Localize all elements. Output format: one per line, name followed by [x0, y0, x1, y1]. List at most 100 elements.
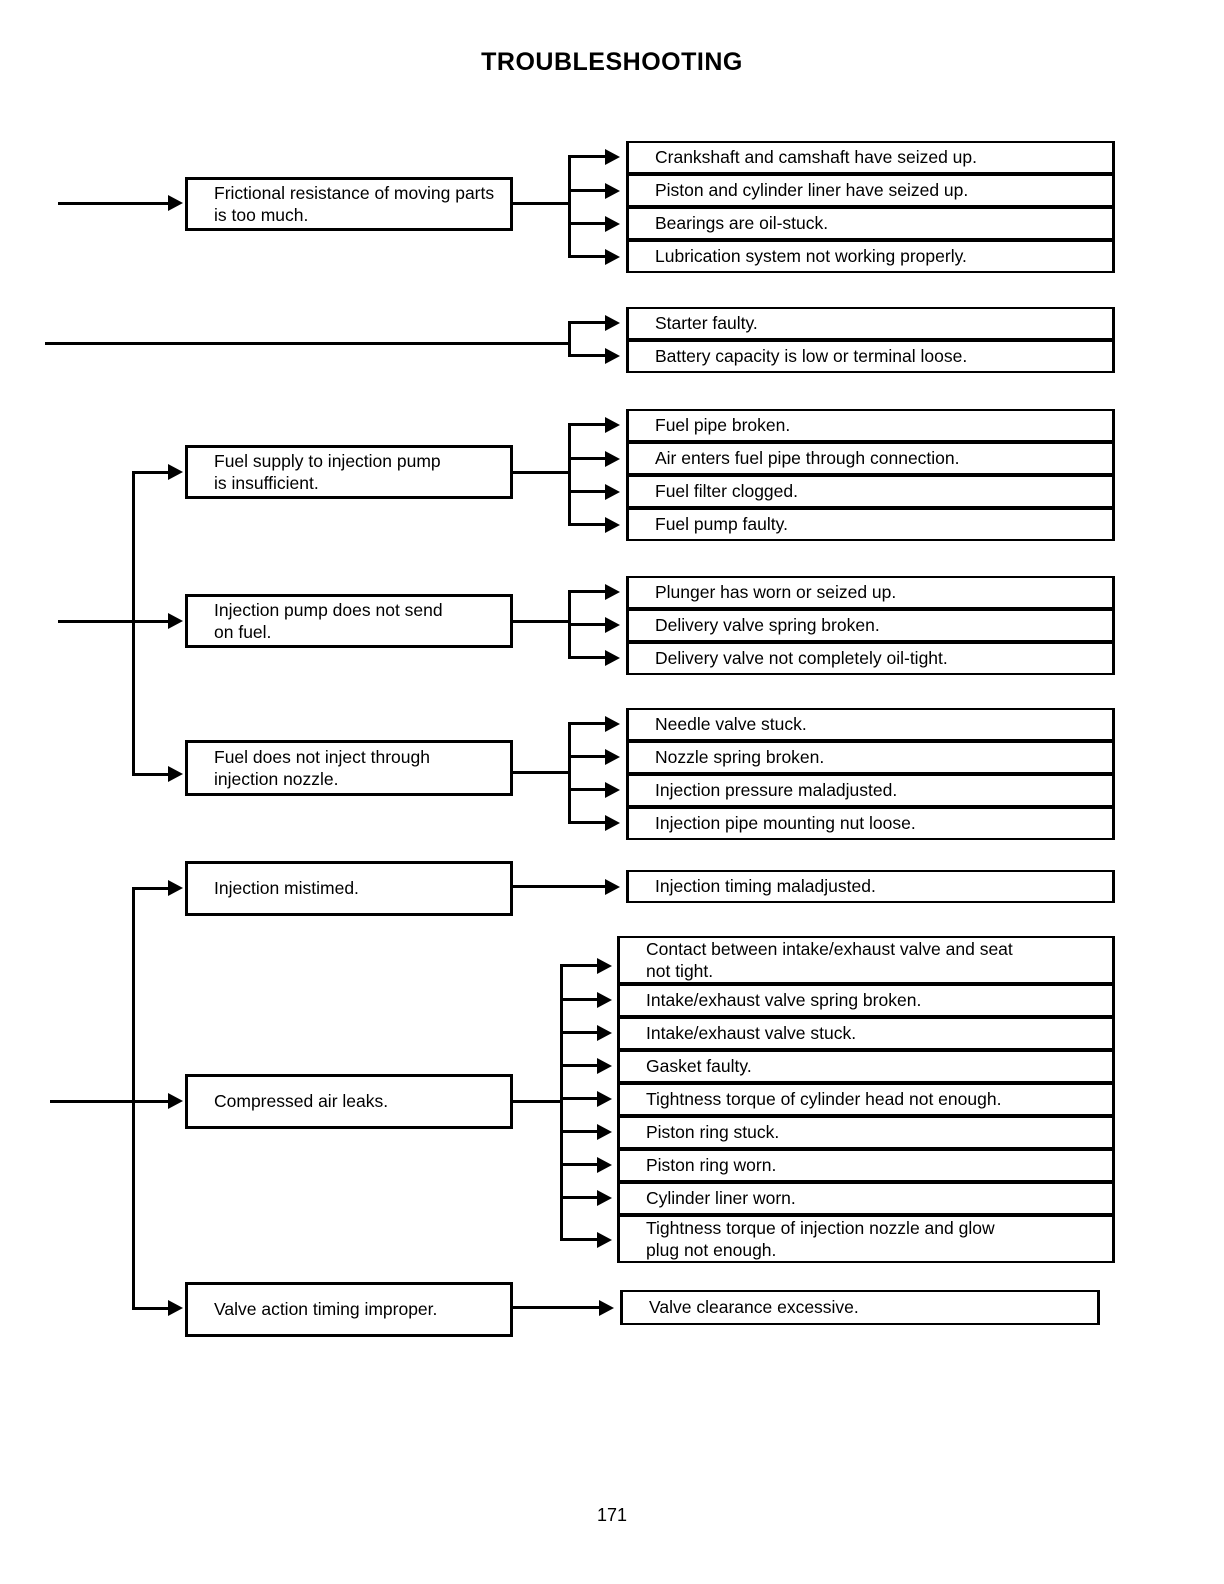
left-spine-upper: [132, 471, 135, 776]
left-spine-lower: [132, 887, 135, 1307]
branch-arrow: [605, 650, 620, 666]
effect-box: Piston ring stuck.: [617, 1116, 1115, 1149]
branch-arrow: [597, 1124, 612, 1140]
branch-arrow: [597, 1232, 612, 1248]
effect-label: Intake/exhaust valve spring broken.: [646, 990, 922, 1011]
spine-to-cause-arrow: [168, 464, 183, 480]
effect-label: Battery capacity is low or terminal loos…: [655, 346, 968, 367]
branch-line: [568, 623, 610, 626]
inflow-arrow-group-1: [168, 195, 183, 211]
effect-box: Starter faulty.: [626, 307, 1115, 340]
spine-to-cause-arrow: [168, 766, 183, 782]
fanout-stem-group-3: [513, 471, 571, 474]
effect-box: Injection timing maladjusted.: [626, 870, 1115, 903]
branch-line: [568, 321, 610, 324]
spine-to-cause-arrow: [168, 613, 183, 629]
cause-label: Frictional resistance of moving parts is…: [214, 182, 495, 225]
branch-arrow: [605, 749, 620, 765]
branch-line: [560, 1238, 602, 1241]
branch-line: [568, 755, 610, 758]
cause-label: Compressed air leaks.: [214, 1091, 389, 1112]
effect-box: Intake/exhaust valve spring broken.: [617, 984, 1115, 1017]
inflow-line-group-1: [58, 202, 170, 205]
spine-to-cause-line: [132, 887, 170, 890]
branch-arrow: [599, 1300, 614, 1316]
branch-arrow: [597, 992, 612, 1008]
spine-to-cause-arrow: [168, 1300, 183, 1316]
branch-line: [568, 788, 610, 791]
branch-arrow: [605, 348, 620, 364]
effect-label: Injection pressure maladjusted.: [655, 780, 898, 801]
branch-line: [568, 222, 610, 225]
effect-label: Tightness torque of injection nozzle and…: [646, 1217, 995, 1260]
branch-arrow: [605, 584, 620, 600]
cause-label: Injection pump does not send on fuel.: [214, 599, 443, 642]
effect-label: Delivery valve not completely oil-tight.: [655, 648, 948, 669]
effect-label: Injection timing maladjusted.: [655, 876, 876, 897]
fanout-stem-group-1: [513, 202, 571, 205]
effect-label: Needle valve stuck.: [655, 714, 807, 735]
branch-line: [560, 1031, 602, 1034]
effect-box: Crankshaft and camshaft have seized up.: [626, 141, 1115, 174]
cause-box-injection-pump: Injection pump does not send on fuel.: [185, 594, 513, 648]
cause-box-frictional-resistance: Frictional resistance of moving parts is…: [185, 177, 513, 231]
cause-box-injection-nozzle: Fuel does not inject through injection n…: [185, 740, 513, 796]
effect-label: Crankshaft and camshaft have seized up.: [655, 147, 977, 168]
branch-arrow: [605, 149, 620, 165]
effect-label: Plunger has worn or seized up.: [655, 582, 897, 603]
effect-box: Tightness torque of injection nozzle and…: [617, 1215, 1115, 1263]
effect-box: Lubrication system not working properly.: [626, 240, 1115, 273]
effect-box: Piston and cylinder liner have seized up…: [626, 174, 1115, 207]
branch-arrow: [605, 249, 620, 265]
effect-box: Nozzle spring broken.: [626, 741, 1115, 774]
branch-arrow: [605, 451, 620, 467]
fanout-spine-group-7: [560, 964, 563, 1238]
effect-label: Piston and cylinder liner have seized up…: [655, 180, 969, 201]
branch-arrow: [605, 315, 620, 331]
effect-label: Contact between intake/exhaust valve and…: [646, 938, 1013, 981]
branch-line: [568, 821, 610, 824]
branch-line: [568, 354, 610, 357]
branch-arrow: [605, 417, 620, 433]
effect-box: Fuel filter clogged.: [626, 475, 1115, 508]
branch-arrow: [605, 879, 620, 895]
effect-label: Injection pipe mounting nut loose.: [655, 813, 916, 834]
branch-line: [560, 1064, 602, 1067]
branch-arrow: [605, 617, 620, 633]
branch-arrow: [605, 216, 620, 232]
effect-label: Intake/exhaust valve stuck.: [646, 1023, 857, 1044]
branch-line: [568, 656, 610, 659]
branch-line: [560, 998, 602, 1001]
effect-box: Contact between intake/exhaust valve and…: [617, 936, 1115, 984]
cause-label: Fuel supply to injection pump is insuffi…: [214, 450, 441, 493]
spine-to-cause-line: [132, 620, 170, 623]
cause-box-compressed-air-leaks: Compressed air leaks.: [185, 1074, 513, 1129]
page-number: 171: [596, 1505, 628, 1525]
branch-line: [513, 885, 610, 888]
effect-box: Delivery valve spring broken.: [626, 609, 1115, 642]
effect-label: Bearings are oil-stuck.: [655, 213, 829, 234]
effect-label: Starter faulty.: [655, 313, 758, 334]
branch-line: [513, 1306, 604, 1309]
fanout-stem-group-4: [513, 620, 571, 623]
effect-box: Fuel pump faulty.: [626, 508, 1115, 541]
branch-arrow: [605, 815, 620, 831]
branch-line: [560, 1196, 602, 1199]
spine-to-cause-arrow: [168, 1093, 183, 1109]
effect-box: Fuel pipe broken.: [626, 409, 1115, 442]
effect-box: Delivery valve not completely oil-tight.: [626, 642, 1115, 675]
effect-box: Valve clearance excessive.: [620, 1290, 1100, 1325]
cause-box-injection-mistimed: Injection mistimed.: [185, 861, 513, 916]
effect-box: Injection pressure maladjusted.: [626, 774, 1115, 807]
effect-label: Tightness torque of cylinder head not en…: [646, 1089, 1002, 1110]
effect-label: Fuel pipe broken.: [655, 415, 791, 436]
branch-line: [560, 1163, 602, 1166]
branch-line: [568, 255, 610, 258]
fanout-spine-group-2: [568, 321, 571, 354]
cause-label: Fuel does not inject through injection n…: [214, 746, 430, 789]
branch-line: [568, 490, 610, 493]
branch-line: [568, 722, 610, 725]
effect-box: Battery capacity is low or terminal loos…: [626, 340, 1115, 373]
effect-box: Piston ring worn.: [617, 1149, 1115, 1182]
branch-arrow: [605, 716, 620, 732]
